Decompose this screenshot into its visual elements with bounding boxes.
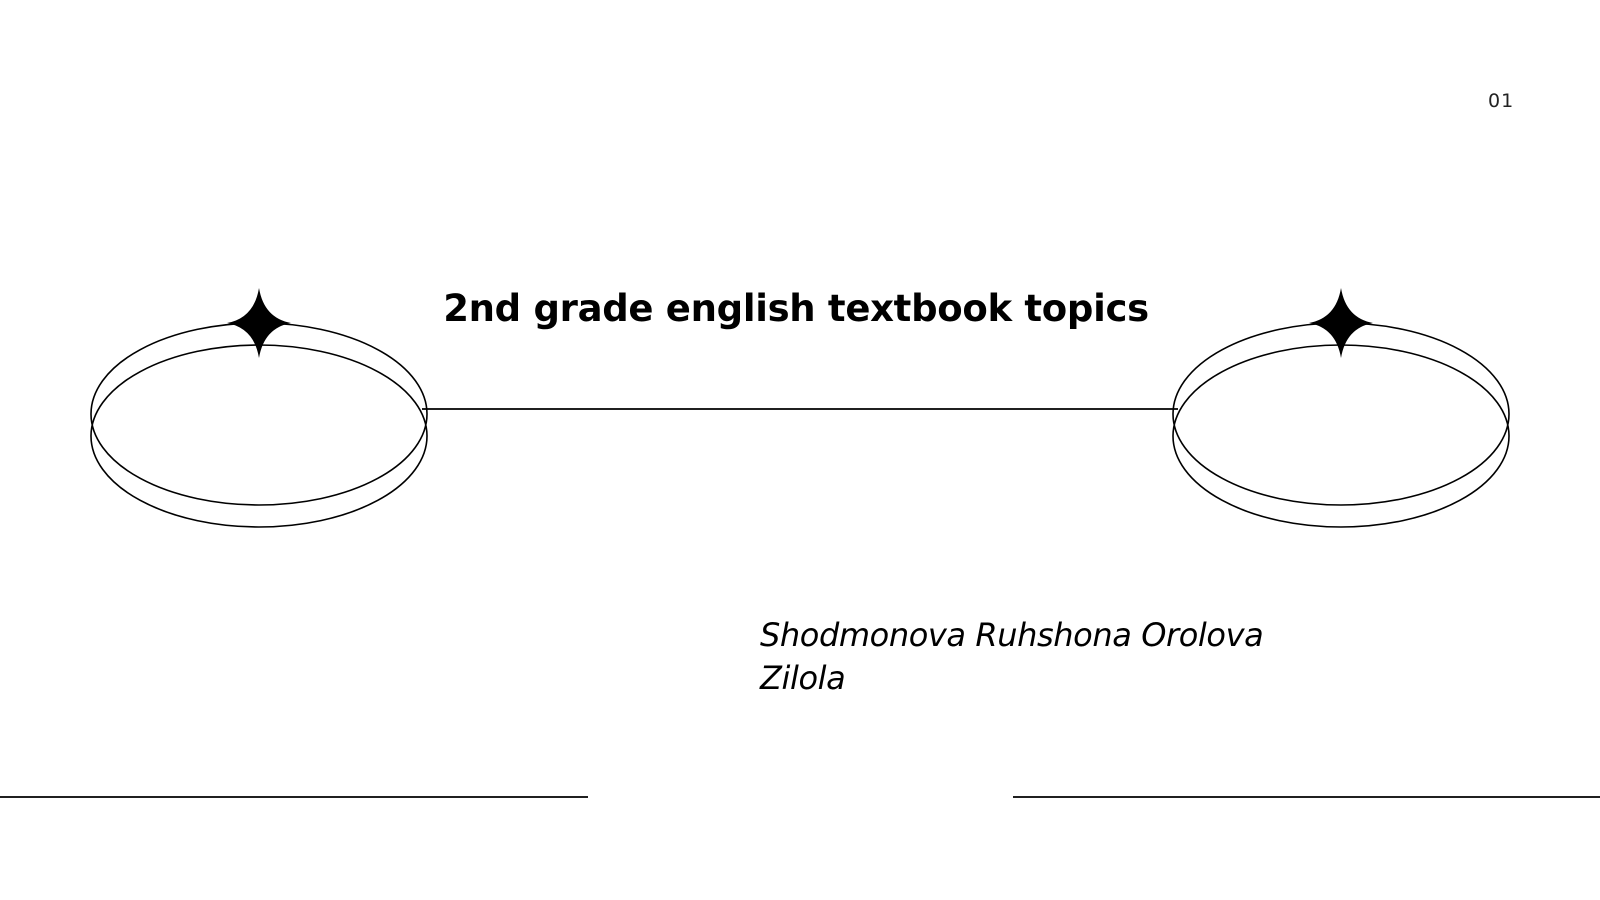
left-star-icon	[227, 288, 291, 358]
right-star-icon	[1309, 288, 1373, 358]
slide-number: 01	[1488, 90, 1515, 112]
slide-title: 2nd grade english textbook topics	[443, 287, 1149, 330]
author-names: Shodmonova Ruhshona Orolova Zilola	[760, 616, 1264, 697]
